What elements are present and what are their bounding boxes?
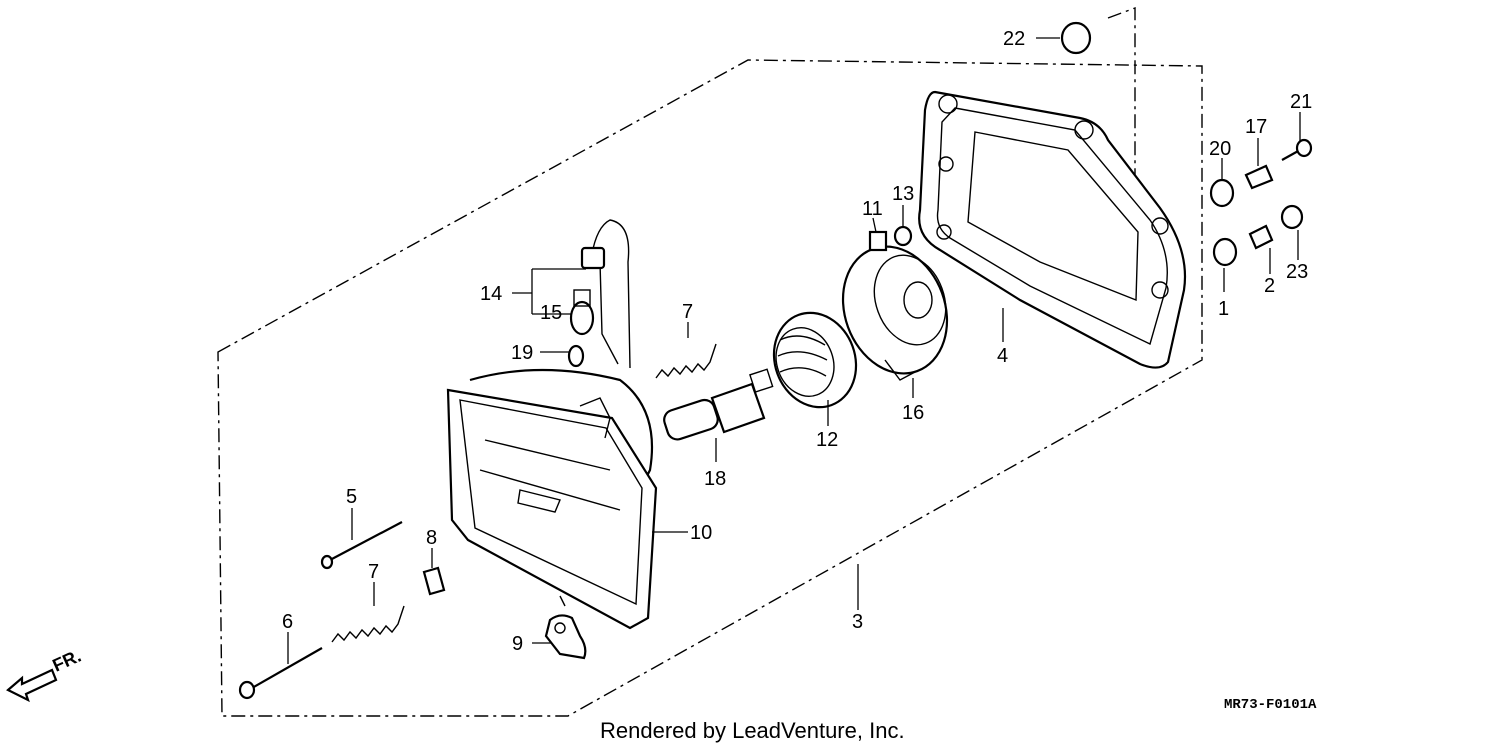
collar-17 (1244, 164, 1274, 190)
credit-text: Rendered by LeadVenture, Inc. (600, 718, 905, 743)
callout-3: 3 (852, 611, 863, 633)
callout-7-lower: 7 (368, 561, 379, 583)
front-direction-arrow: FR. (6, 646, 84, 703)
position-light-socket (580, 219, 631, 369)
callout-20: 20 (1209, 138, 1231, 160)
callout-14: 14 (480, 283, 502, 305)
socket-bulb (569, 289, 595, 336)
headlight-unit (446, 368, 658, 630)
callout-11: 11 (862, 198, 883, 220)
headlight-case (918, 90, 1187, 369)
callout-9: 9 (512, 633, 523, 655)
callout-22: 22 (1003, 28, 1025, 50)
position-bulb (567, 344, 585, 368)
callout-8: 8 (426, 527, 437, 549)
bolt-21 (1281, 138, 1313, 161)
callout-labels: 22 21 17 20 1 2 23 4 11 13 16 12 18 7 14… (282, 28, 1312, 655)
adjusting-screw (238, 647, 323, 700)
adjuster-clip (544, 614, 587, 660)
nut-22 (1060, 21, 1092, 55)
callout-16: 16 (902, 402, 924, 424)
callout-10: 10 (690, 522, 712, 544)
callout-12: 12 (816, 429, 838, 451)
grommet-small (893, 225, 913, 247)
callout-6: 6 (282, 611, 293, 633)
headlight-bulb (663, 368, 774, 441)
front-label: FR. (49, 646, 84, 676)
nut-23 (1280, 204, 1304, 230)
callout-4: 4 (997, 345, 1008, 367)
spring-lower (331, 605, 405, 643)
leader-lines (287, 37, 1301, 664)
callout-19: 19 (511, 342, 533, 364)
grommet-1 (1212, 237, 1238, 267)
spring-upper (655, 343, 717, 379)
diagram-code: MR73-F0101A (1224, 697, 1317, 713)
callout-2: 2 (1264, 275, 1275, 297)
callout-17: 17 (1245, 116, 1267, 138)
socket-ring (772, 311, 858, 409)
collar-2 (1248, 224, 1274, 250)
callout-5: 5 (346, 486, 357, 508)
grommet-20 (1209, 178, 1235, 208)
callout-15: 15 (540, 302, 562, 324)
callout-13: 13 (892, 183, 914, 205)
callout-1: 1 (1218, 298, 1229, 320)
callout-21: 21 (1290, 91, 1312, 113)
callout-18: 18 (704, 468, 726, 490)
clip-nut (868, 230, 888, 252)
callout-23: 23 (1286, 261, 1308, 283)
nut-clip (422, 566, 446, 596)
callout-7-upper: 7 (682, 301, 693, 323)
screw-long (320, 521, 403, 570)
